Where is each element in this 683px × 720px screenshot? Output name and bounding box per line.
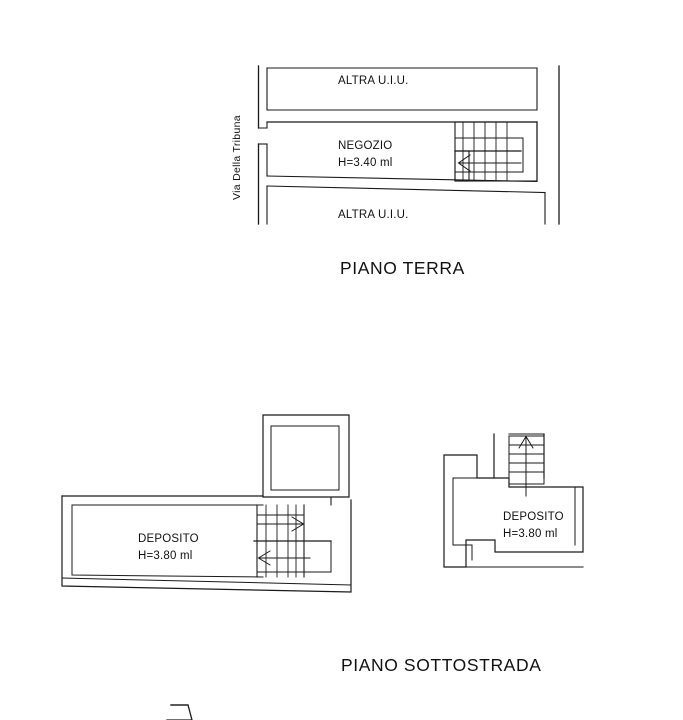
- deposito-right-stair: [508, 435, 545, 497]
- room-label-altra-uiu-top: ALTRA U.I.U.: [338, 75, 409, 87]
- room-label-negozio: NEGOZIO: [338, 140, 393, 152]
- clipped-trapezoid-outline: [166, 704, 193, 720]
- arrow-right-icon: [291, 516, 305, 532]
- room-label-altra-uiu-bottom: ALTRA U.I.U.: [338, 209, 409, 221]
- plan-title-piano-terra: PIANO TERRA: [340, 258, 465, 278]
- arrow-up-icon: [518, 435, 534, 449]
- piano-terra-plan: [257, 65, 560, 225]
- negozio-north-wall: [257, 121, 268, 129]
- street-label-via-della-tribuna: Via Della Tribuna: [231, 115, 243, 200]
- deposito-right-inner-skin-west: [452, 477, 473, 561]
- negozio-stair: [454, 121, 538, 182]
- deposito-left-stair: [253, 504, 332, 578]
- room-label-deposito-right: DEPOSITO: [503, 511, 564, 523]
- altra-uiu-top-outline: [266, 67, 538, 111]
- arrow-left-icon: [257, 550, 271, 566]
- stair-landing-outline: [454, 137, 524, 173]
- room-label-deposito-left: DEPOSITO: [138, 533, 199, 545]
- clipped-trapezoid-shape: [166, 704, 193, 720]
- deposito-left-plan: [61, 414, 352, 593]
- deposito-left-east-notch: [330, 496, 350, 506]
- deposito-left-upper-block-inner: [270, 425, 340, 491]
- room-height-deposito-left: H=3.80 ml: [138, 550, 193, 562]
- deposito-left-outer-boundary: [61, 495, 352, 593]
- room-height-deposito-right: H=3.80 ml: [503, 528, 558, 540]
- plan-title-piano-sottostrada: PIANO SOTTOSTRADA: [341, 655, 542, 675]
- altra-uiu-bottom-north-wall: [266, 185, 546, 194]
- arrow-left-icon: [457, 154, 471, 172]
- deposito-left-outer-south-skin: [61, 577, 352, 586]
- deposito-left-inner-shell: [71, 504, 264, 578]
- stair-lower-landing-outline: [256, 540, 332, 573]
- deposito-right-plan: [443, 433, 584, 568]
- room-height-negozio: H=3.40 ml: [338, 157, 393, 169]
- deposito-left-upper-block-outer: [262, 414, 350, 498]
